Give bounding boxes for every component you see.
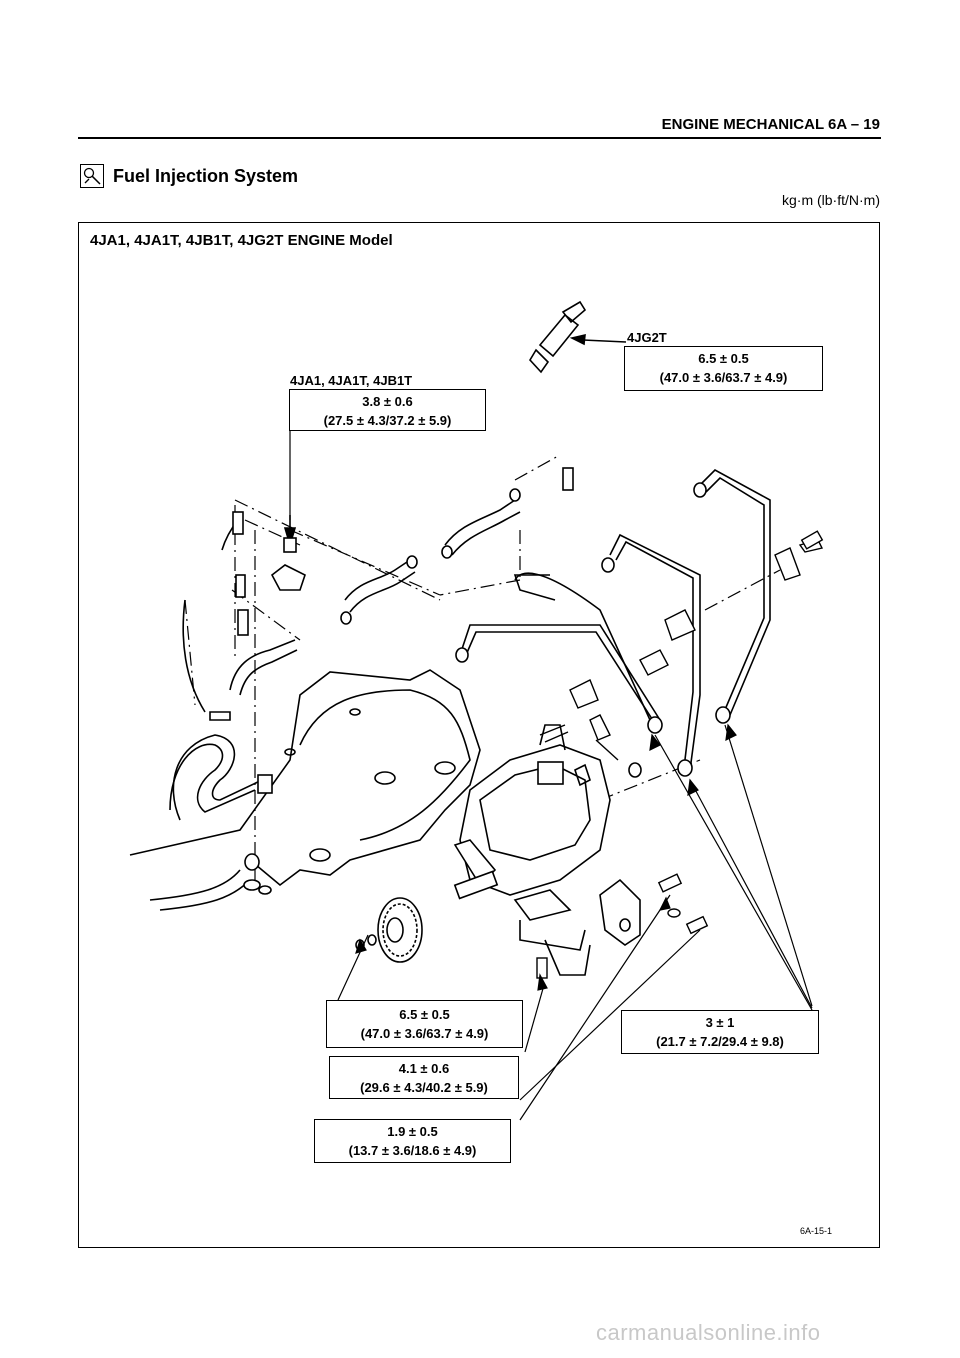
figure-code: 6A-15-1	[800, 1226, 833, 1236]
glow-plug-torque-imperial: (47.0 ± 3.6/63.7 ± 4.9)	[659, 370, 788, 385]
rear-bracket-bolt-torque-metric: 1.9 ± 0.5	[387, 1124, 438, 1139]
rear-bracket-bolt-torque-box: 1.9 ± 0.5 (13.7 ± 3.6/18.6 ± 4.9)	[314, 1119, 511, 1163]
nozzle-holder-torque-box: 3.8 ± 0.6 (27.5 ± 4.3/37.2 ± 5.9)	[289, 389, 486, 431]
model-title: 4JA1, 4JA1T, 4JB1T, 4JG2T ENGINE Model	[90, 232, 393, 249]
bracket-bolt-torque-metric: 4.1 ± 0.6	[398, 1061, 450, 1076]
injection-pipe-nut-torque-metric: 3 ± 1	[705, 1015, 735, 1030]
fuel-injection-system-drawing	[129, 300, 824, 1121]
bracket-bolt-torque-box: 4.1 ± 0.6 (29.6 ± 4.3/40.2 ± 5.9)	[329, 1056, 519, 1099]
timing-gear-nut-torque-metric: 6.5 ± 0.5	[399, 1007, 450, 1022]
glow-plug-model-label: 4JG2T	[627, 330, 667, 345]
nozzle-holder-model-label: 4JA1, 4JA1T, 4JB1T	[290, 373, 413, 388]
units-note: kg·m (lb·ft/N·m)	[782, 192, 880, 208]
header-rule	[78, 137, 881, 139]
timing-gear-nut-torque-box: 6.5 ± 0.5 (47.0 ± 3.6/63.7 ± 4.9)	[326, 1000, 523, 1048]
page-header: ENGINE MECHANICAL 6A – 19	[661, 116, 880, 133]
glow-plug-torque-metric: 6.5 ± 0.5	[698, 351, 749, 366]
figure-frame	[78, 222, 880, 1248]
section-title: Fuel Injection System	[113, 166, 299, 186]
injection-pipe-nut-torque-imperial: (21.7 ± 7.2/29.4 ± 9.8)	[656, 1034, 784, 1049]
watermark: carmanualsonline.info	[596, 1320, 821, 1345]
glow-plug-drawing	[529, 300, 627, 374]
injection-pipe-nut-torque-box: 3 ± 1 (21.7 ± 7.2/29.4 ± 9.8)	[621, 1010, 819, 1054]
magnifier-wrench-icon	[80, 164, 104, 188]
glow-plug-torque-box: 6.5 ± 0.5 (47.0 ± 3.6/63.7 ± 4.9)	[624, 346, 823, 391]
rear-bracket-bolt-torque-imperial: (13.7 ± 3.6/18.6 ± 4.9)	[348, 1143, 477, 1158]
timing-gear-nut-torque-imperial: (47.0 ± 3.6/63.7 ± 4.9)	[360, 1026, 489, 1041]
bracket-bolt-torque-imperial: (29.6 ± 4.3/40.2 ± 5.9)	[360, 1080, 488, 1095]
nozzle-holder-torque-imperial: (27.5 ± 4.3/37.2 ± 5.9)	[323, 413, 452, 428]
nozzle-holder-torque-metric: 3.8 ± 0.6	[362, 394, 413, 409]
